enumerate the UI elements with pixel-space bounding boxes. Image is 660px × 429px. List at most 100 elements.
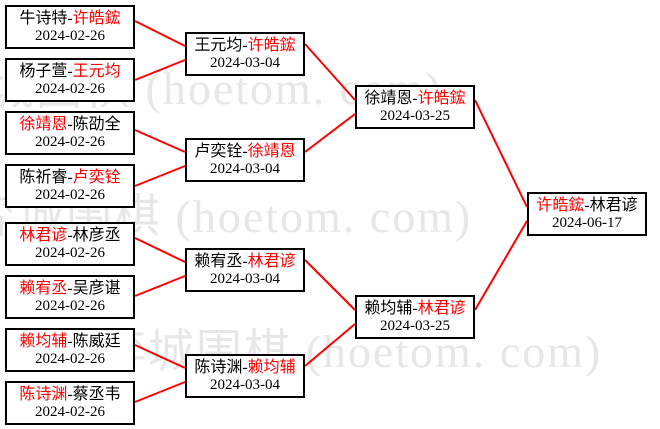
player-left: 林君谚	[19, 226, 68, 244]
match-players: 陈诗渊-赖均辅	[194, 359, 295, 377]
player-right: 林彦丞	[72, 226, 121, 244]
match-players: 赖均辅-陈威廷	[19, 333, 120, 351]
match-date: 2024-02-26	[35, 133, 105, 150]
player-right: 林君谚	[247, 252, 296, 270]
player-separator: -	[584, 196, 590, 214]
player-right: 许皓鋐	[247, 36, 296, 54]
match-date: 2024-03-04	[210, 270, 280, 287]
player-left: 赖宥丞	[19, 279, 68, 297]
player-left: 徐靖恩	[19, 115, 68, 133]
connector-line	[304, 113, 356, 153]
connector-line	[304, 43, 356, 101]
match-date: 2024-03-04	[210, 376, 280, 393]
connector-line	[474, 220, 528, 311]
player-separator: -	[67, 385, 73, 403]
match-date: 2024-02-26	[35, 350, 105, 367]
match-date: 2024-06-17	[552, 214, 622, 231]
match-players: 赖宥丞-吴彦谌	[19, 280, 120, 298]
player-separator: -	[242, 36, 248, 54]
player-left: 赖均辅	[19, 332, 68, 350]
player-right: 陈劭全	[72, 115, 121, 133]
match-date: 2024-02-26	[35, 27, 105, 44]
match-players: 赖均辅-林君谚	[364, 300, 465, 318]
match-players: 卢奕铨-徐靖恩	[194, 143, 295, 161]
watermark-text: 弈城围棋 (hoetom. com)	[100, 326, 603, 377]
player-right: 徐靖恩	[247, 142, 296, 160]
player-right: 林君谚	[589, 196, 638, 214]
player-left: 王元均	[194, 36, 243, 54]
connector-line	[134, 381, 186, 403]
match-players: 陈祈睿-卢奕铨	[19, 169, 120, 187]
player-left: 陈祈睿	[19, 168, 68, 186]
player-separator: -	[67, 115, 73, 133]
player-separator: -	[412, 89, 418, 107]
player-separator: -	[242, 358, 248, 376]
player-right: 赖均辅	[247, 358, 296, 376]
match-players: 许皓鋐-林君谚	[536, 197, 637, 215]
player-left: 许皓鋐	[536, 196, 585, 214]
match-players: 徐靖恩-许皓鋐	[364, 90, 465, 108]
match-date: 2024-03-25	[380, 107, 450, 124]
match-date: 2024-02-26	[35, 244, 105, 261]
match-players: 赖宥丞-林君谚	[194, 253, 295, 271]
player-right: 许皓鋐	[417, 89, 466, 107]
connector-line	[134, 237, 186, 263]
player-right: 许皓鋐	[72, 9, 121, 27]
player-right: 卢奕铨	[72, 168, 121, 186]
match-date: 2024-03-04	[210, 160, 280, 177]
player-right: 吴彦谌	[72, 279, 121, 297]
connector-line	[134, 129, 186, 153]
player-separator: -	[242, 142, 248, 160]
player-separator: -	[67, 9, 73, 27]
connector-line	[134, 344, 186, 369]
match-date: 2024-02-26	[35, 403, 105, 420]
player-separator: -	[412, 299, 418, 317]
connector-line	[474, 99, 528, 208]
match-players: 王元均-许皓鋐	[194, 37, 295, 55]
player-left: 陈诗渊	[19, 385, 68, 403]
match-players: 徐靖恩-陈劭全	[19, 116, 120, 134]
connector-line	[134, 20, 186, 47]
player-separator: -	[67, 168, 73, 186]
connector-line	[134, 275, 186, 297]
player-left: 徐靖恩	[364, 89, 413, 107]
match-date: 2024-02-26	[35, 80, 105, 97]
player-right: 王元均	[72, 62, 121, 80]
player-left: 赖宥丞	[194, 252, 243, 270]
match-date: 2024-03-25	[380, 317, 450, 334]
connector-line	[134, 59, 186, 81]
player-separator: -	[242, 252, 248, 270]
player-left: 牛诗特	[19, 9, 68, 27]
player-separator: -	[67, 226, 73, 244]
player-separator: -	[67, 62, 73, 80]
connector-line	[134, 165, 186, 187]
player-separator: -	[67, 332, 73, 350]
player-left: 赖均辅	[364, 299, 413, 317]
player-right: 蔡丞韦	[72, 385, 121, 403]
match-players: 陈诗渊-蔡丞韦	[19, 386, 120, 404]
player-left: 陈诗渊	[194, 358, 243, 376]
match-players: 牛诗特-许皓鋐	[19, 10, 120, 28]
match-date: 2024-03-04	[210, 54, 280, 71]
match-players: 林君谚-林彦丞	[19, 227, 120, 245]
match-date: 2024-02-26	[35, 297, 105, 314]
connector-line	[304, 323, 356, 367]
match-date: 2024-02-26	[35, 186, 105, 203]
connector-line	[304, 259, 356, 311]
